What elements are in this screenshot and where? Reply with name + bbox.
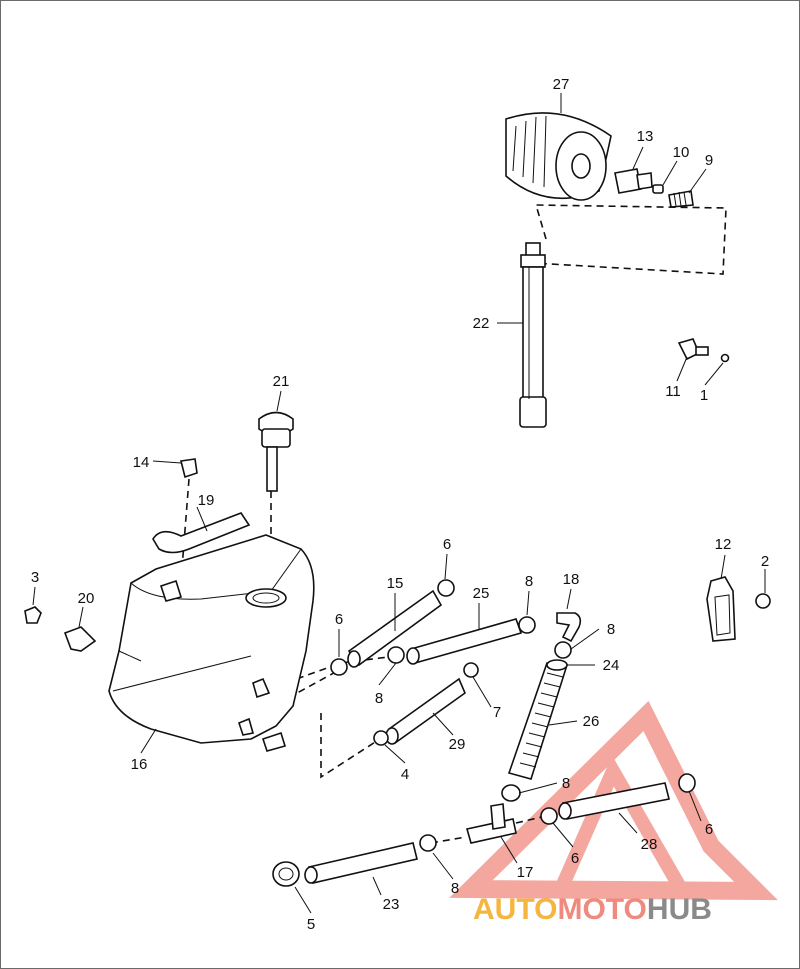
oil-line-return [430, 836, 467, 844]
callout-7: 7 [493, 704, 501, 721]
callout-17: 17 [517, 864, 534, 881]
callout-20: 20 [78, 590, 95, 607]
dipstick [258, 411, 294, 492]
watermark-part-3: HUB [647, 893, 712, 926]
callout-8-a: 8 [525, 573, 533, 590]
hose-clamp-6-a [437, 579, 455, 597]
hose-clamp-5 [272, 861, 300, 887]
callout-24: 24 [603, 657, 620, 674]
callout-19: 19 [198, 492, 215, 509]
callout-4: 4 [401, 766, 409, 783]
hose-clamp-6-c [540, 807, 558, 825]
callout-1: 1 [700, 387, 708, 404]
callout-10: 10 [673, 144, 690, 161]
callout-18: 18 [563, 571, 580, 588]
oil-line-pump-outlet [320, 713, 384, 779]
hose-clamp-8-b [518, 616, 536, 634]
watermark-logo-icon [449, 700, 778, 901]
callout-8-b: 8 [607, 621, 615, 638]
watermark-part-2: MOTO [557, 893, 646, 926]
feed-hose [519, 242, 547, 428]
elbow-fitting [556, 612, 582, 643]
callout-29: 29 [449, 736, 466, 753]
tee-fitting [465, 803, 517, 844]
oil-pressure-switch [677, 338, 709, 361]
rubber-grommet [63, 626, 97, 652]
callout-15: 15 [387, 575, 404, 592]
pump-fitting [614, 168, 653, 194]
callout-6-a: 6 [443, 536, 451, 553]
callout-12: 12 [715, 536, 732, 553]
oil-tank [108, 534, 315, 752]
leader-lines [32, 93, 766, 914]
callout-6-d: 6 [705, 821, 713, 838]
callout-6-b: 6 [335, 611, 343, 628]
callout-8-e: 8 [451, 880, 459, 897]
callout-11: 11 [665, 383, 681, 400]
callout-21: 21 [273, 373, 290, 390]
check-spring [668, 190, 694, 208]
nut [24, 606, 42, 624]
hose-clamp-8-e [419, 834, 437, 852]
hose-28 [558, 782, 670, 820]
callout-3: 3 [31, 569, 39, 586]
callout-labels: 27 13 10 9 22 11 1 21 14 19 3 20 16 6 15… [31, 76, 769, 933]
hose-25 [406, 618, 523, 665]
callout-22: 22 [473, 315, 490, 332]
hose-clamp-8-c [554, 641, 572, 659]
mounting-bracket [706, 576, 736, 642]
callout-5: 5 [307, 916, 315, 933]
callout-9: 9 [705, 152, 713, 169]
oil-filter [505, 112, 612, 201]
callout-25: 25 [473, 585, 490, 602]
hose-clamp-4 [373, 730, 389, 746]
callout-27: 27 [553, 76, 570, 93]
corrugated-hose [507, 659, 569, 780]
callout-26: 26 [583, 713, 600, 730]
hose-23 [304, 842, 418, 884]
callout-16: 16 [131, 756, 148, 773]
hose-clamp-8-d [501, 784, 521, 802]
hose-clamp-8-a [387, 646, 405, 664]
watermark-text: AUTOMOTOHUB [473, 893, 712, 926]
callout-23: 23 [383, 896, 400, 913]
vent-hose [152, 512, 251, 554]
hose-29 [385, 677, 466, 745]
hose-clamp-6-d [678, 773, 696, 793]
callout-6-c: 6 [571, 850, 579, 867]
vent-fitting [180, 458, 198, 479]
watermark-part-1: AUTO [473, 893, 557, 926]
callout-14: 14 [133, 454, 150, 471]
oil-line-filter-to-pump [532, 204, 727, 275]
check-ball [652, 184, 664, 194]
hose-clamp-6-b [330, 658, 348, 676]
callout-8-d: 8 [562, 775, 570, 792]
callout-28: 28 [641, 836, 658, 853]
callout-13: 13 [637, 128, 654, 145]
hose-clamp-7 [463, 662, 479, 678]
nut-2 [755, 593, 771, 609]
washer-1 [720, 353, 730, 363]
callout-2: 2 [761, 553, 769, 570]
callout-8-c: 8 [375, 690, 383, 707]
